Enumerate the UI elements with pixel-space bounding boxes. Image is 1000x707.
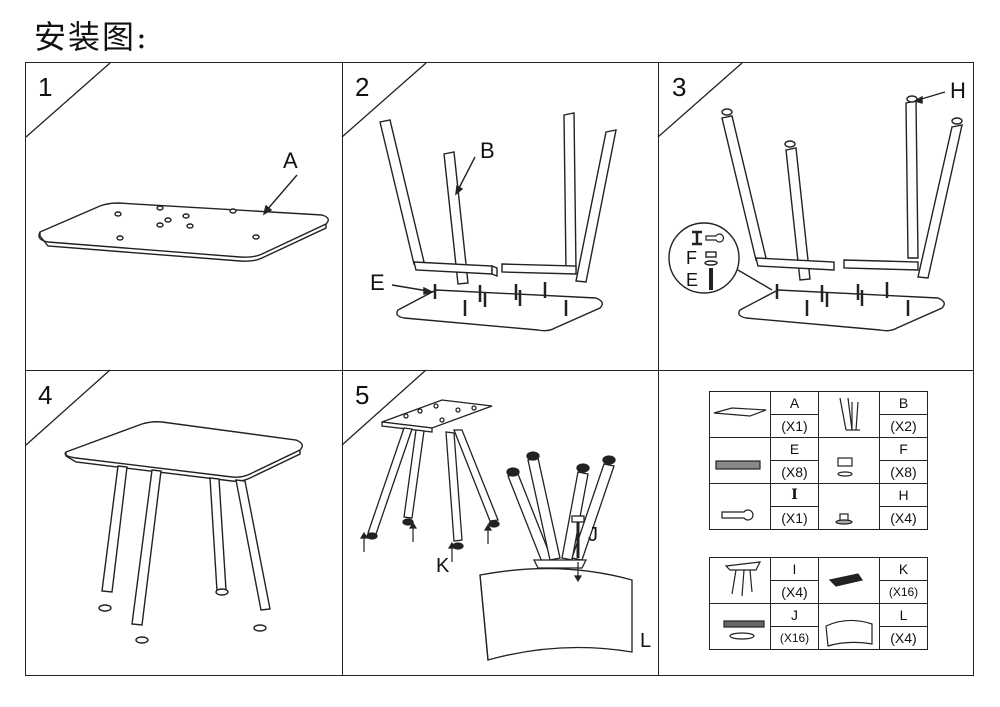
label-j: J [588, 524, 598, 546]
step-number-4: 4 [38, 380, 53, 410]
part-code: H [879, 483, 928, 507]
grid-divider [658, 63, 659, 675]
step1-tabletop [38, 174, 329, 262]
step3-legs [668, 91, 963, 332]
label-l: L [640, 630, 652, 652]
part-qty: (X8) [879, 460, 928, 484]
label-e-zoom: E [686, 270, 699, 290]
step-number-5: 5 [355, 380, 370, 410]
step-number-1: 1 [38, 72, 53, 102]
bolt-icon [709, 437, 771, 484]
label-k: K [436, 555, 450, 577]
part-qty: (X1) [770, 414, 819, 438]
parts-table-2: I K (X4) (X16) J L (X16) (X4) [709, 557, 928, 650]
label-h: H [950, 78, 966, 103]
grid-divider [26, 370, 973, 371]
part-code: I [770, 557, 819, 581]
felt-pad-icon [818, 557, 880, 604]
part-qty: (X2) [879, 414, 928, 438]
part-code: E [770, 437, 819, 461]
foam-block-icon [818, 603, 880, 650]
part-code: A [770, 391, 819, 415]
part-code: L [879, 603, 928, 627]
label-b: B [480, 138, 495, 163]
label-f: F [686, 248, 697, 268]
part-qty: (X4) [879, 506, 928, 530]
step2-legs [379, 112, 617, 332]
leg-frame-icon [818, 391, 880, 438]
instruction-grid [25, 62, 974, 676]
label-a: A [283, 148, 298, 173]
part-qty: (X16) [879, 580, 928, 604]
nut-washer-icon [818, 437, 880, 484]
part-code: B [879, 391, 928, 415]
part-code: I [770, 483, 819, 507]
part-qty: (X4) [770, 580, 819, 604]
grid-divider [342, 63, 343, 675]
screw-washer-icon [709, 603, 771, 650]
tabletop-icon [709, 391, 771, 438]
part-qty: (X1) [770, 506, 819, 530]
label-e: E [370, 270, 385, 295]
foot-pad-icon [818, 483, 880, 530]
part-code: K [879, 557, 928, 581]
step-number-2: 2 [355, 72, 370, 102]
part-qty: (X4) [879, 626, 928, 650]
parts-table-1: A B (X1) (X2) E F (X8) (X8) I H (X1) (X4… [709, 391, 928, 530]
part-code: F [879, 437, 928, 461]
step-number-3: 3 [672, 72, 687, 102]
leg-bracket-icon [709, 557, 771, 604]
step5-parts [366, 399, 633, 661]
part-qty: (X16) [770, 626, 819, 650]
wrench-icon [709, 483, 771, 530]
part-code: J [770, 603, 819, 627]
step4-table [64, 421, 303, 644]
part-qty: (X8) [770, 460, 819, 484]
page-title: 安装图: [34, 18, 149, 56]
